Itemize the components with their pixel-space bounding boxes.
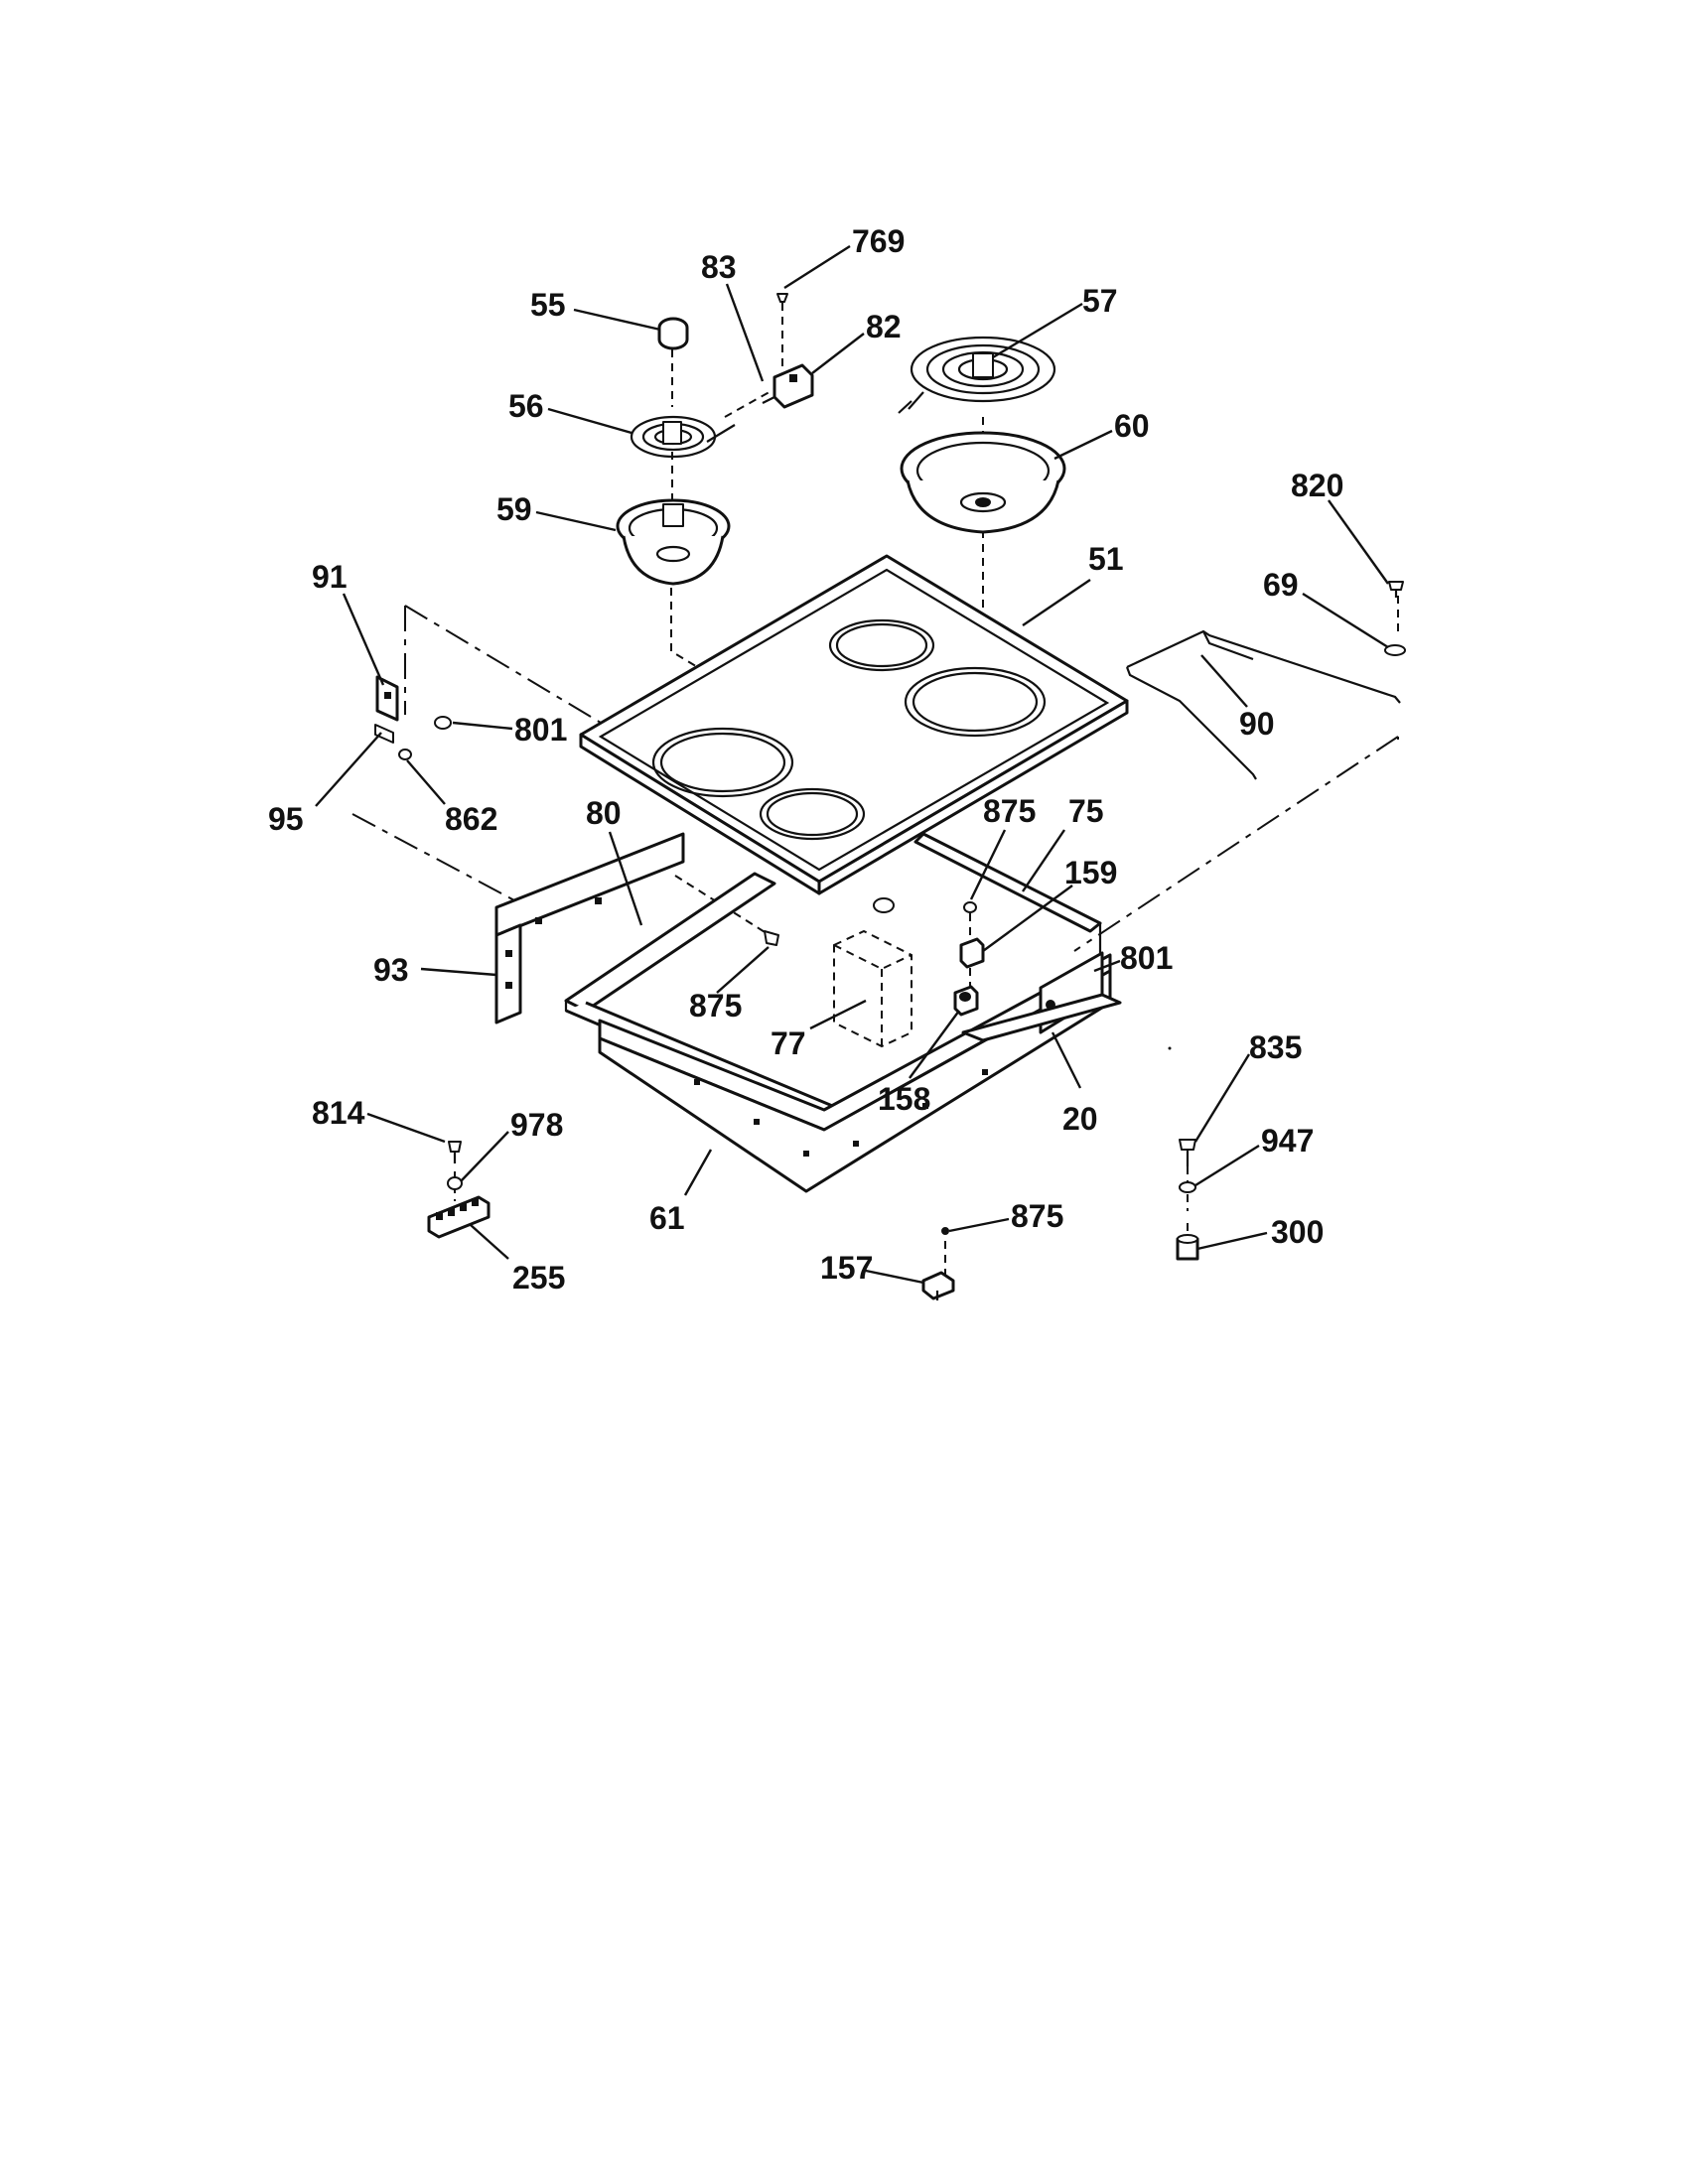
label-862: 862 bbox=[445, 801, 497, 837]
bracket-157 bbox=[921, 1271, 955, 1300]
screw-875-bottom bbox=[941, 1227, 949, 1235]
label-77: 77 bbox=[771, 1025, 806, 1061]
label-300: 300 bbox=[1271, 1214, 1324, 1250]
clip-95 bbox=[374, 724, 394, 744]
label-978: 978 bbox=[510, 1107, 563, 1143]
screw-875-center bbox=[764, 930, 779, 946]
label-51: 51 bbox=[1088, 541, 1124, 577]
washer-947 bbox=[1179, 1181, 1196, 1193]
drip-pan-60 bbox=[900, 431, 1066, 534]
label-875-bottom: 875 bbox=[1011, 1198, 1063, 1234]
drip-pan-59 bbox=[616, 498, 731, 586]
label-159: 159 bbox=[1064, 855, 1117, 890]
label-255: 255 bbox=[512, 1260, 565, 1296]
label-80: 80 bbox=[586, 795, 622, 831]
label-820: 820 bbox=[1291, 468, 1343, 503]
hinge-rod-90 bbox=[1125, 629, 1401, 780]
label-20: 20 bbox=[1062, 1101, 1098, 1137]
label-82: 82 bbox=[866, 309, 902, 344]
label-57: 57 bbox=[1082, 283, 1118, 319]
surface-element-56 bbox=[630, 415, 736, 459]
bracket-20 bbox=[961, 951, 1122, 1042]
switch-158 bbox=[953, 985, 979, 1017]
label-59: 59 bbox=[496, 491, 532, 527]
screw-862 bbox=[398, 749, 412, 760]
front-rail-93 bbox=[494, 832, 685, 1024]
screw-820 bbox=[1388, 581, 1404, 598]
label-95: 95 bbox=[268, 801, 304, 837]
terminal-block-82 bbox=[762, 363, 814, 409]
label-60: 60 bbox=[1114, 408, 1150, 444]
knob-cap-55 bbox=[657, 317, 689, 350]
label-90: 90 bbox=[1239, 706, 1275, 742]
screw-875-right bbox=[963, 901, 977, 913]
screw-835 bbox=[1179, 1139, 1196, 1166]
screw-814 bbox=[448, 1141, 462, 1163]
label-814: 814 bbox=[312, 1095, 365, 1131]
label-875-center: 875 bbox=[689, 988, 742, 1024]
junction-box-77 bbox=[833, 897, 912, 1048]
bracket-91 bbox=[375, 675, 399, 722]
label-801-right: 801 bbox=[1120, 940, 1173, 976]
part-labels: 55 56 59 83 769 82 57 60 820 69 51 90 91… bbox=[268, 223, 1343, 1296]
screw-769 bbox=[776, 293, 788, 303]
label-801-left: 801 bbox=[514, 712, 567, 748]
label-83: 83 bbox=[701, 249, 737, 285]
washer-69 bbox=[1384, 644, 1406, 656]
screw-801-left bbox=[434, 716, 452, 730]
label-69: 69 bbox=[1263, 567, 1299, 603]
label-769: 769 bbox=[852, 223, 905, 259]
label-947: 947 bbox=[1261, 1123, 1314, 1159]
label-157: 157 bbox=[820, 1250, 873, 1286]
leveler-300 bbox=[1176, 1234, 1199, 1261]
label-91: 91 bbox=[312, 559, 348, 595]
terminal-strip-255 bbox=[427, 1195, 491, 1239]
scan-dot bbox=[1168, 1046, 1172, 1050]
label-835: 835 bbox=[1249, 1029, 1302, 1065]
label-875-right: 875 bbox=[983, 793, 1036, 829]
label-61: 61 bbox=[649, 1200, 685, 1236]
surface-element-57 bbox=[898, 336, 1056, 414]
label-75: 75 bbox=[1068, 793, 1104, 829]
label-55: 55 bbox=[530, 287, 566, 323]
label-56: 56 bbox=[508, 388, 544, 424]
label-93: 93 bbox=[373, 952, 409, 988]
nut-978 bbox=[447, 1176, 463, 1190]
cooktop-51 bbox=[579, 554, 1129, 895]
switch-159 bbox=[959, 937, 985, 969]
label-158: 158 bbox=[878, 1081, 930, 1117]
leader-lines bbox=[315, 244, 1389, 1285]
